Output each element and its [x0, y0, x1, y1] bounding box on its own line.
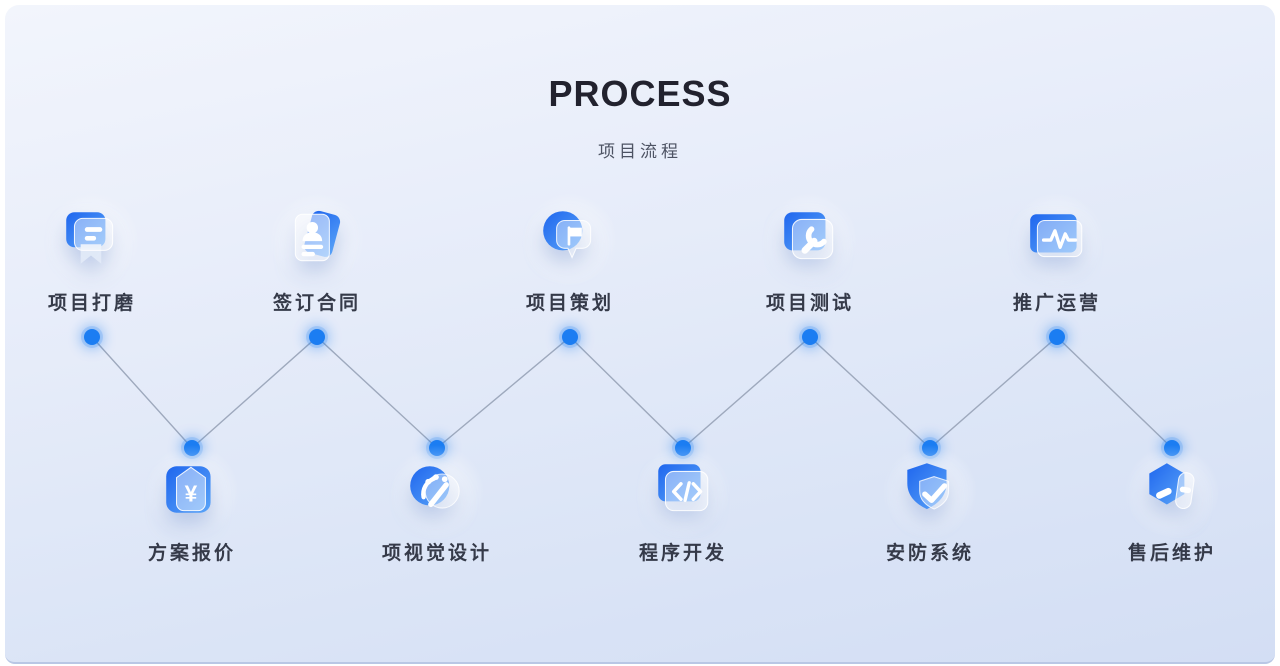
connector-dot [309, 329, 325, 345]
shield-check-icon [907, 463, 950, 510]
contract-card-icon [294, 210, 341, 262]
step-label: 签订合同 [272, 293, 361, 314]
connector-dot [802, 329, 818, 345]
step-label: 项视觉设计 [381, 543, 492, 564]
chat-bookmark-icon [66, 212, 114, 264]
step-label: 项目策划 [525, 293, 614, 314]
step-label: 推广运营 [1012, 293, 1101, 314]
yuan-glyph: ¥ [185, 480, 198, 506]
after-sales-icon [1149, 463, 1195, 510]
step-label: 安防系统 [885, 543, 974, 564]
step-program-development: 程序开发 [593, 443, 773, 565]
planning-flag-icon [543, 211, 592, 259]
process-canvas: PROCESS 项目流程 [5, 5, 1275, 664]
step-project-polish: 项目打磨 [2, 191, 182, 315]
step-label: 项目测试 [765, 293, 854, 314]
step-visual-design: 项视觉设计 [347, 443, 527, 565]
design-palette-icon [410, 466, 460, 509]
header: PROCESS 项目流程 [5, 73, 1275, 162]
wrench-icon [784, 212, 834, 260]
code-icon [658, 464, 709, 512]
connector-dot [1049, 329, 1065, 345]
step-project-planning: 项目策划 [480, 191, 660, 315]
price-tag-icon: ¥ [166, 466, 211, 513]
step-after-sales-maintenance: 售后维护 [1082, 443, 1262, 565]
page-subtitle: 项目流程 [598, 142, 682, 161]
step-promotion-operations: 推广运营 [967, 191, 1147, 315]
step-label: 售后维护 [1127, 543, 1216, 564]
pulse-icon [1030, 214, 1083, 258]
step-label: 程序开发 [638, 543, 727, 564]
step-plan-quotation: ¥ 方案报价 [102, 443, 282, 565]
step-label: 方案报价 [147, 543, 236, 564]
page-title: PROCESS [548, 73, 732, 114]
connector-dot [84, 329, 100, 345]
step-label: 项目打磨 [47, 293, 136, 314]
connector-dot [562, 329, 578, 345]
step-sign-contract: 签订合同 [227, 191, 407, 315]
step-security-system: 安防系统 [840, 443, 1020, 565]
step-project-testing: 项目测试 [720, 191, 900, 315]
